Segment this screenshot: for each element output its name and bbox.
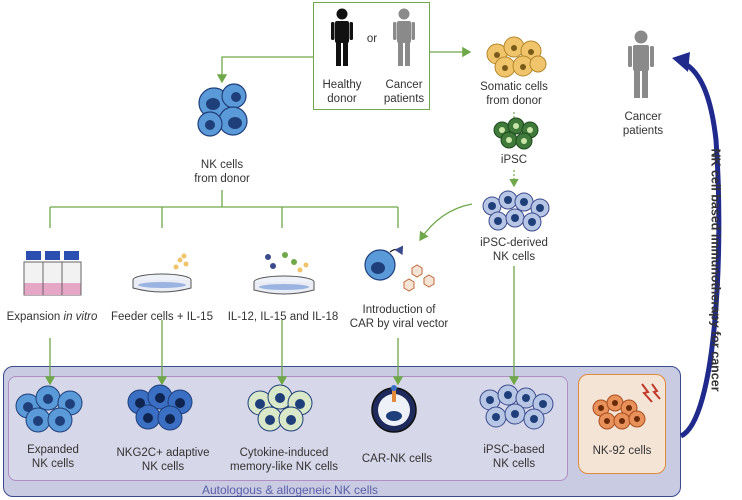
cytokine-induced-line-1: Cytokine-induced xyxy=(239,447,329,459)
nk-from-donor-label: NK cells from donor xyxy=(170,158,274,186)
nk92-cluster xyxy=(592,383,661,430)
ipsc-based-nk-cluster xyxy=(479,384,554,430)
cytokine-dish-icon xyxy=(253,252,315,295)
cancer-patients-right-label: Cancer patients xyxy=(608,110,678,138)
car-intro-label: Introduction of CAR by viral vector xyxy=(342,303,456,331)
healthy-line-1: Healthy xyxy=(322,79,362,91)
somatic-cells-label: Somatic cells from donor xyxy=(462,80,566,108)
car-viral-vector-icon xyxy=(364,245,435,292)
expanded-line-2: NK cells xyxy=(31,458,75,470)
ipsc-label: iPSC xyxy=(500,154,528,166)
or-label: or xyxy=(366,33,378,45)
cancer-patients-label: Cancer patients xyxy=(376,78,432,106)
cytokine-method-label: IL-12, IL-15 and IL-18 xyxy=(227,311,339,323)
ipsc-derived-label: iPSC-derived NK cells xyxy=(464,236,564,264)
expanded-nk-cluster xyxy=(15,385,83,433)
somatic-line-2: from donor xyxy=(486,95,542,107)
nk-donor-cluster xyxy=(197,83,248,137)
ipsc-based-line-2: NK cells xyxy=(492,458,536,470)
nkg2c-label: NKG2C+ adaptive NK cells xyxy=(108,446,218,474)
ipsc-based-line-1: iPSC-based xyxy=(483,444,545,456)
nk92-label: NK-92 cells xyxy=(592,445,652,457)
ipsc-cluster xyxy=(493,117,539,150)
ipsc-based-label: iPSC-based NK cells xyxy=(464,443,564,471)
vertical-label: NK cell based immunotherapy for cancer xyxy=(709,148,723,391)
cancer-patient-icon xyxy=(393,8,415,66)
cancer-right-line-1: Cancer xyxy=(624,111,662,123)
cytokine-induced-line-2: memory-like NK cells xyxy=(230,461,338,473)
feeder-label: Feeder cells + IL-15 xyxy=(111,311,213,323)
car-nk-label: CAR-NK cells xyxy=(361,453,433,465)
flasks-icon xyxy=(23,251,82,296)
expansion-italic: in vitro xyxy=(63,311,98,323)
panel-title: Autologous & allogeneic NK cells xyxy=(201,483,379,497)
nkg2c-line-2: NK cells xyxy=(141,461,185,473)
nkg2c-line-1: NKG2C+ adaptive xyxy=(116,447,210,459)
ipsc-nk-cluster xyxy=(482,190,550,232)
feeder-dish-icon xyxy=(132,253,192,293)
expanded-line-1: Expanded xyxy=(27,444,79,456)
expansion-prefix: Expansion xyxy=(6,311,64,323)
nk-donor-line-2: from donor xyxy=(194,173,250,185)
cytokine-induced-nk-cluster xyxy=(247,384,313,432)
cancer-line-1: Cancer xyxy=(385,79,423,91)
cancer-patient-right-icon xyxy=(628,30,654,98)
healthy-donor-label: Healthy donor xyxy=(314,78,370,106)
nkg2c-nk-cluster xyxy=(127,384,193,431)
car-intro-line-2: CAR by viral vector xyxy=(349,318,449,330)
healthy-donor-icon xyxy=(331,8,353,66)
cancer-line-2: patients xyxy=(383,93,425,105)
ipsc-derived-line-1: iPSC-derived xyxy=(480,237,548,249)
ipsc-derived-line-2: NK cells xyxy=(492,251,536,263)
donor-box xyxy=(313,2,430,110)
somatic-line-1: Somatic cells xyxy=(480,81,548,93)
healthy-line-2: donor xyxy=(327,93,357,105)
expanded-nk-label: Expanded NK cells xyxy=(8,443,98,471)
car-intro-line-1: Introduction of xyxy=(362,304,436,316)
cancer-right-line-2: patients xyxy=(622,125,664,137)
expansion-label: Expansion in vitro xyxy=(2,310,102,324)
nk-donor-line-1: NK cells xyxy=(200,159,244,171)
cytokine-induced-label: Cytokine-induced memory-like NK cells xyxy=(220,446,348,474)
vertical-label-svg: NK cell based immunotherapy for cancer xyxy=(709,148,723,391)
car-nk-cell xyxy=(371,385,417,433)
somatic-cells-cluster xyxy=(486,36,547,78)
